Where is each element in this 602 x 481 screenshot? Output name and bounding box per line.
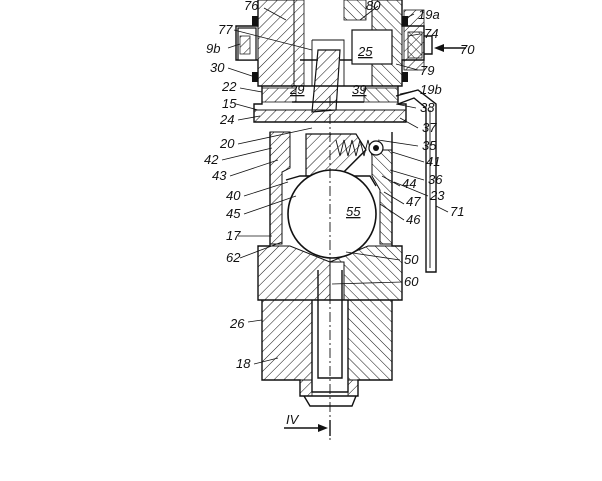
label-50: 50 [404,252,419,267]
leader-lines [221,5,449,365]
label-62: 62 [226,250,241,265]
label-77: 77 [218,22,233,37]
label-23: 23 [429,188,445,203]
label-IV: IV [286,412,300,427]
label-70: 70 [460,42,475,57]
label-71: 71 [450,204,464,219]
label-39: 39 [352,82,366,97]
label-44: 44 [402,176,416,191]
label-42: 42 [204,152,219,167]
label-20: 20 [219,136,235,151]
side-bracket [395,89,437,273]
label-36: 36 [428,172,443,187]
label-9b: 9b [206,41,220,56]
label-45: 45 [226,206,241,221]
label-80: 80 [366,0,381,13]
label-24: 24 [219,112,234,127]
label-46: 46 [406,212,421,227]
label-74: 74 [424,26,438,41]
label-60: 60 [404,274,419,289]
label-29: 29 [289,82,304,97]
lower-block [261,270,393,407]
arrow-70 [434,44,466,52]
valve-body [257,96,403,440]
label-26: 26 [229,316,245,331]
label-25: 25 [357,44,373,59]
label-30: 30 [210,60,225,75]
label-37: 37 [422,120,437,135]
label-43: 43 [212,168,227,183]
label-41: 41 [426,154,440,169]
label-18: 18 [236,356,251,371]
top-housing [235,0,433,87]
label-19a: 19a [418,7,440,22]
label-22: 22 [221,79,237,94]
label-76: 76 [244,0,259,13]
label-55: 55 [346,204,361,219]
label-15: 15 [222,96,237,111]
label-19b: 19b [420,82,442,97]
label-38: 38 [420,100,435,115]
section-mark [284,420,331,436]
label-47: 47 [406,194,421,209]
part-labels: 76 80 19a 77 74 9b 25 70 30 79 22 29 39 … [204,0,475,427]
label-17: 17 [226,228,241,243]
label-40: 40 [226,188,241,203]
label-79: 79 [420,63,434,78]
label-35: 35 [422,138,437,153]
